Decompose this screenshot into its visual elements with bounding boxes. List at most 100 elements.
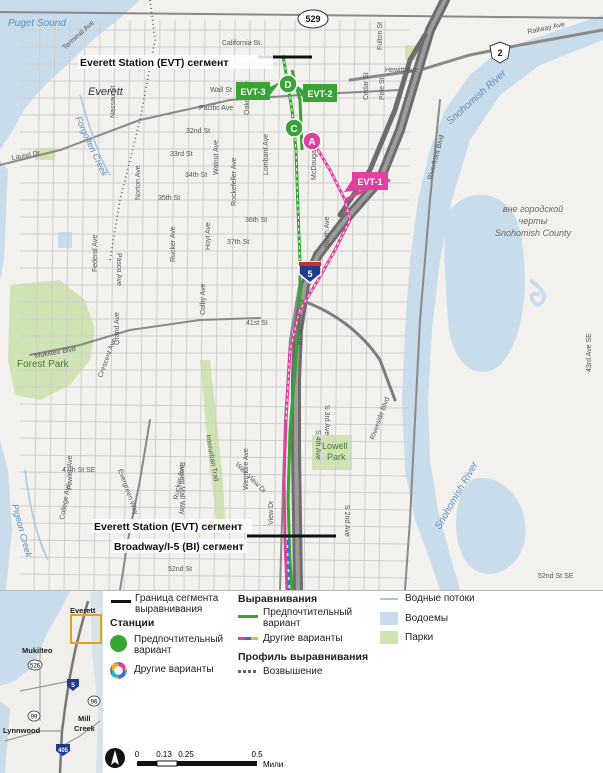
blue-alignment-line: [286, 539, 291, 590]
street-line: [258, 19, 266, 590]
inset-shield-405: 405: [56, 744, 70, 756]
i5-shield: 5: [298, 261, 322, 284]
segment-label-bi-bottom: Broadway/I-5 (BI) сегмент: [112, 539, 247, 553]
preferred-alignment-elevated: [282, 54, 301, 261]
sr529-shield: 529: [297, 9, 329, 29]
street-label: 32nd St: [186, 128, 210, 135]
svg-text:EVT-3: EVT-3: [240, 87, 265, 97]
street-label: Norton Ave: [135, 165, 142, 200]
street-label: Wetmore Ave: [243, 448, 250, 490]
svg-text:96: 96: [91, 700, 98, 706]
main-map[interactable]: Puget Sound Snohomish River Snohomish Ri…: [0, 0, 603, 590]
inset-study-area-box: [70, 614, 102, 644]
street-line: [93, 19, 101, 590]
station-c[interactable]: C: [284, 118, 304, 138]
street-label: 52nd St: [168, 566, 192, 573]
inset-shield-96: 96: [87, 695, 101, 707]
east-highway-2: [404, 99, 441, 590]
svg-text:0: 0: [135, 750, 140, 759]
street-line: [78, 19, 86, 590]
label-puget-sound: Puget Sound: [8, 18, 66, 29]
other-stations-swatch: [110, 662, 127, 679]
street-line: [333, 19, 341, 590]
street-label: McDougall Ave: [311, 133, 318, 180]
snohomish-river-water: [402, 15, 603, 590]
station-a[interactable]: A: [302, 131, 322, 151]
svg-text:A: A: [308, 137, 315, 148]
street-line: [213, 19, 221, 590]
other-alignment-elevated: [285, 139, 351, 421]
street-label: Lombard Ave: [263, 134, 270, 175]
label-everett: Everett: [88, 86, 124, 98]
street-label: Nassau St: [110, 86, 117, 118]
svg-text:5: 5: [307, 269, 312, 279]
street-label: 35th St: [158, 195, 180, 202]
us2-shield: 2: [489, 41, 511, 64]
inset-shield-99: 99: [27, 710, 41, 722]
station-d[interactable]: D: [278, 74, 298, 94]
legend-waterways: Водные потоки: [405, 593, 475, 604]
evergreen-way-road: [119, 419, 151, 590]
svg-text:Broadway/I-5 (BI) сегмент: Broadway/I-5 (BI) сегмент: [114, 541, 244, 553]
evt3-label[interactable]: EVT-3: [236, 82, 280, 100]
evt1-label[interactable]: EVT-1: [344, 172, 388, 192]
mukilteo-blvd-road: [29, 317, 261, 356]
svg-text:99: 99: [31, 715, 38, 721]
street-label: Cedar St: [363, 72, 370, 100]
street-line: [63, 19, 71, 590]
svg-text:EVT-1: EVT-1: [357, 177, 382, 187]
svg-text:D: D: [284, 80, 291, 91]
svg-text:Everett Station (EVT) сегмент: Everett Station (EVT) сегмент: [94, 521, 243, 533]
river-oxbow: [528, 278, 546, 308]
street-line: [228, 19, 236, 590]
legend-other-stations: Другие варианты: [134, 664, 214, 675]
street-label: Fulton St: [377, 22, 384, 50]
street-label: 52nd St SE: [538, 573, 574, 580]
street-label: S 3rd Ave: [323, 405, 330, 435]
street-line: [19, 437, 411, 443]
street-line: [243, 19, 251, 590]
street-line: [363, 19, 371, 590]
street-label: Broadway: [297, 313, 304, 345]
street-label: 33rd St: [170, 151, 193, 158]
street-line: [198, 19, 206, 590]
street-line: [33, 19, 41, 590]
street-label: 36th St: [245, 217, 267, 224]
legend-profile-heading: Профиль выравнивания: [238, 651, 369, 663]
segment-boundary-swatch: [111, 600, 131, 603]
puget-sound-shore-south: [0, 160, 12, 590]
street-line: [19, 556, 411, 562]
street-label: Pine St: [379, 77, 386, 100]
street-line: [108, 19, 116, 590]
east-wetland: [444, 194, 525, 373]
street-label: S 2nd Ave: [343, 505, 350, 537]
label-forest-park: Forest Park: [17, 359, 70, 370]
street-line: [273, 19, 281, 590]
street-label: Colby Ave: [200, 284, 207, 315]
svg-text:0.5: 0.5: [251, 750, 263, 759]
legend-preferred-station: Предпочтительный вариант: [134, 634, 224, 656]
street-label: Everett Mall Way: [178, 462, 185, 515]
street-label: Rockefeller Ave: [231, 157, 238, 206]
street-label: Grand Ave: [114, 312, 121, 345]
inset-shield-5: 5: [67, 679, 79, 691]
street-label: Hewitt Ave: [385, 67, 418, 74]
street-line: [138, 19, 146, 590]
street-line: [348, 19, 356, 590]
svg-text:0.25: 0.25: [178, 750, 194, 759]
preferred-station-swatch: [110, 635, 127, 652]
puget-sound-water: [0, 0, 140, 150]
street-line: [183, 19, 191, 590]
legend-elevated: Возвышение: [263, 666, 323, 677]
east-wetland-south: [455, 478, 526, 574]
waterbodies-swatch: [380, 612, 398, 625]
legend-alignments-heading: Выравнивания: [238, 593, 318, 605]
street-label: 43rd Ave SE: [586, 333, 593, 372]
street-label: View Dr: [268, 500, 275, 525]
svg-text:EVT-2: EVT-2: [307, 89, 332, 99]
svg-text:2: 2: [497, 48, 502, 58]
